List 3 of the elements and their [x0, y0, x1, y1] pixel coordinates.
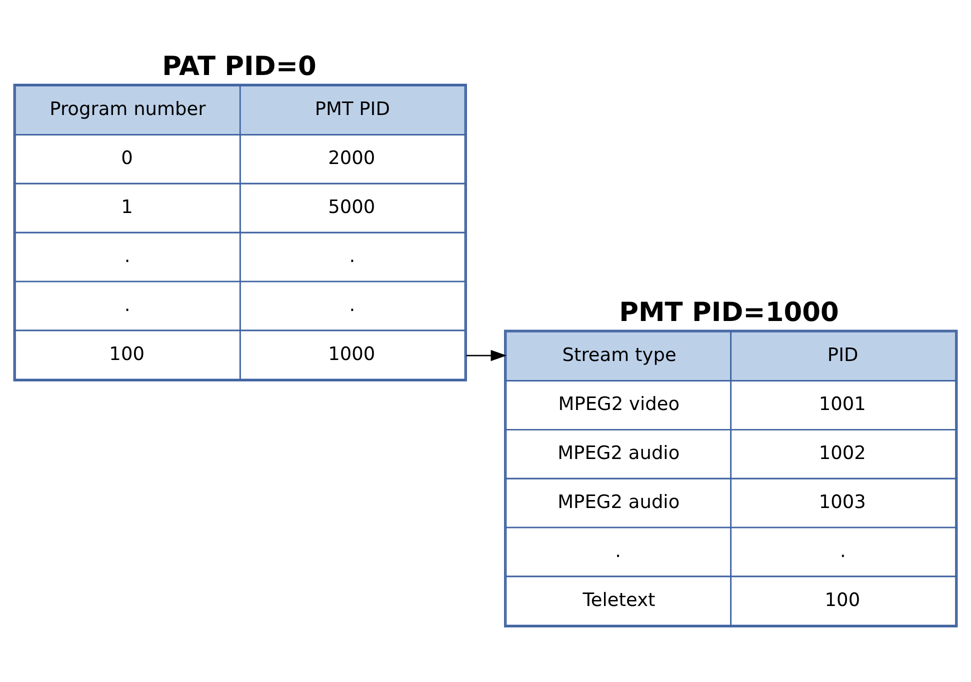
- arrow: [466, 350, 507, 362]
- node-label: PMT PID=1000: [619, 297, 839, 328]
- node-label: PAT PID=0: [162, 51, 316, 82]
